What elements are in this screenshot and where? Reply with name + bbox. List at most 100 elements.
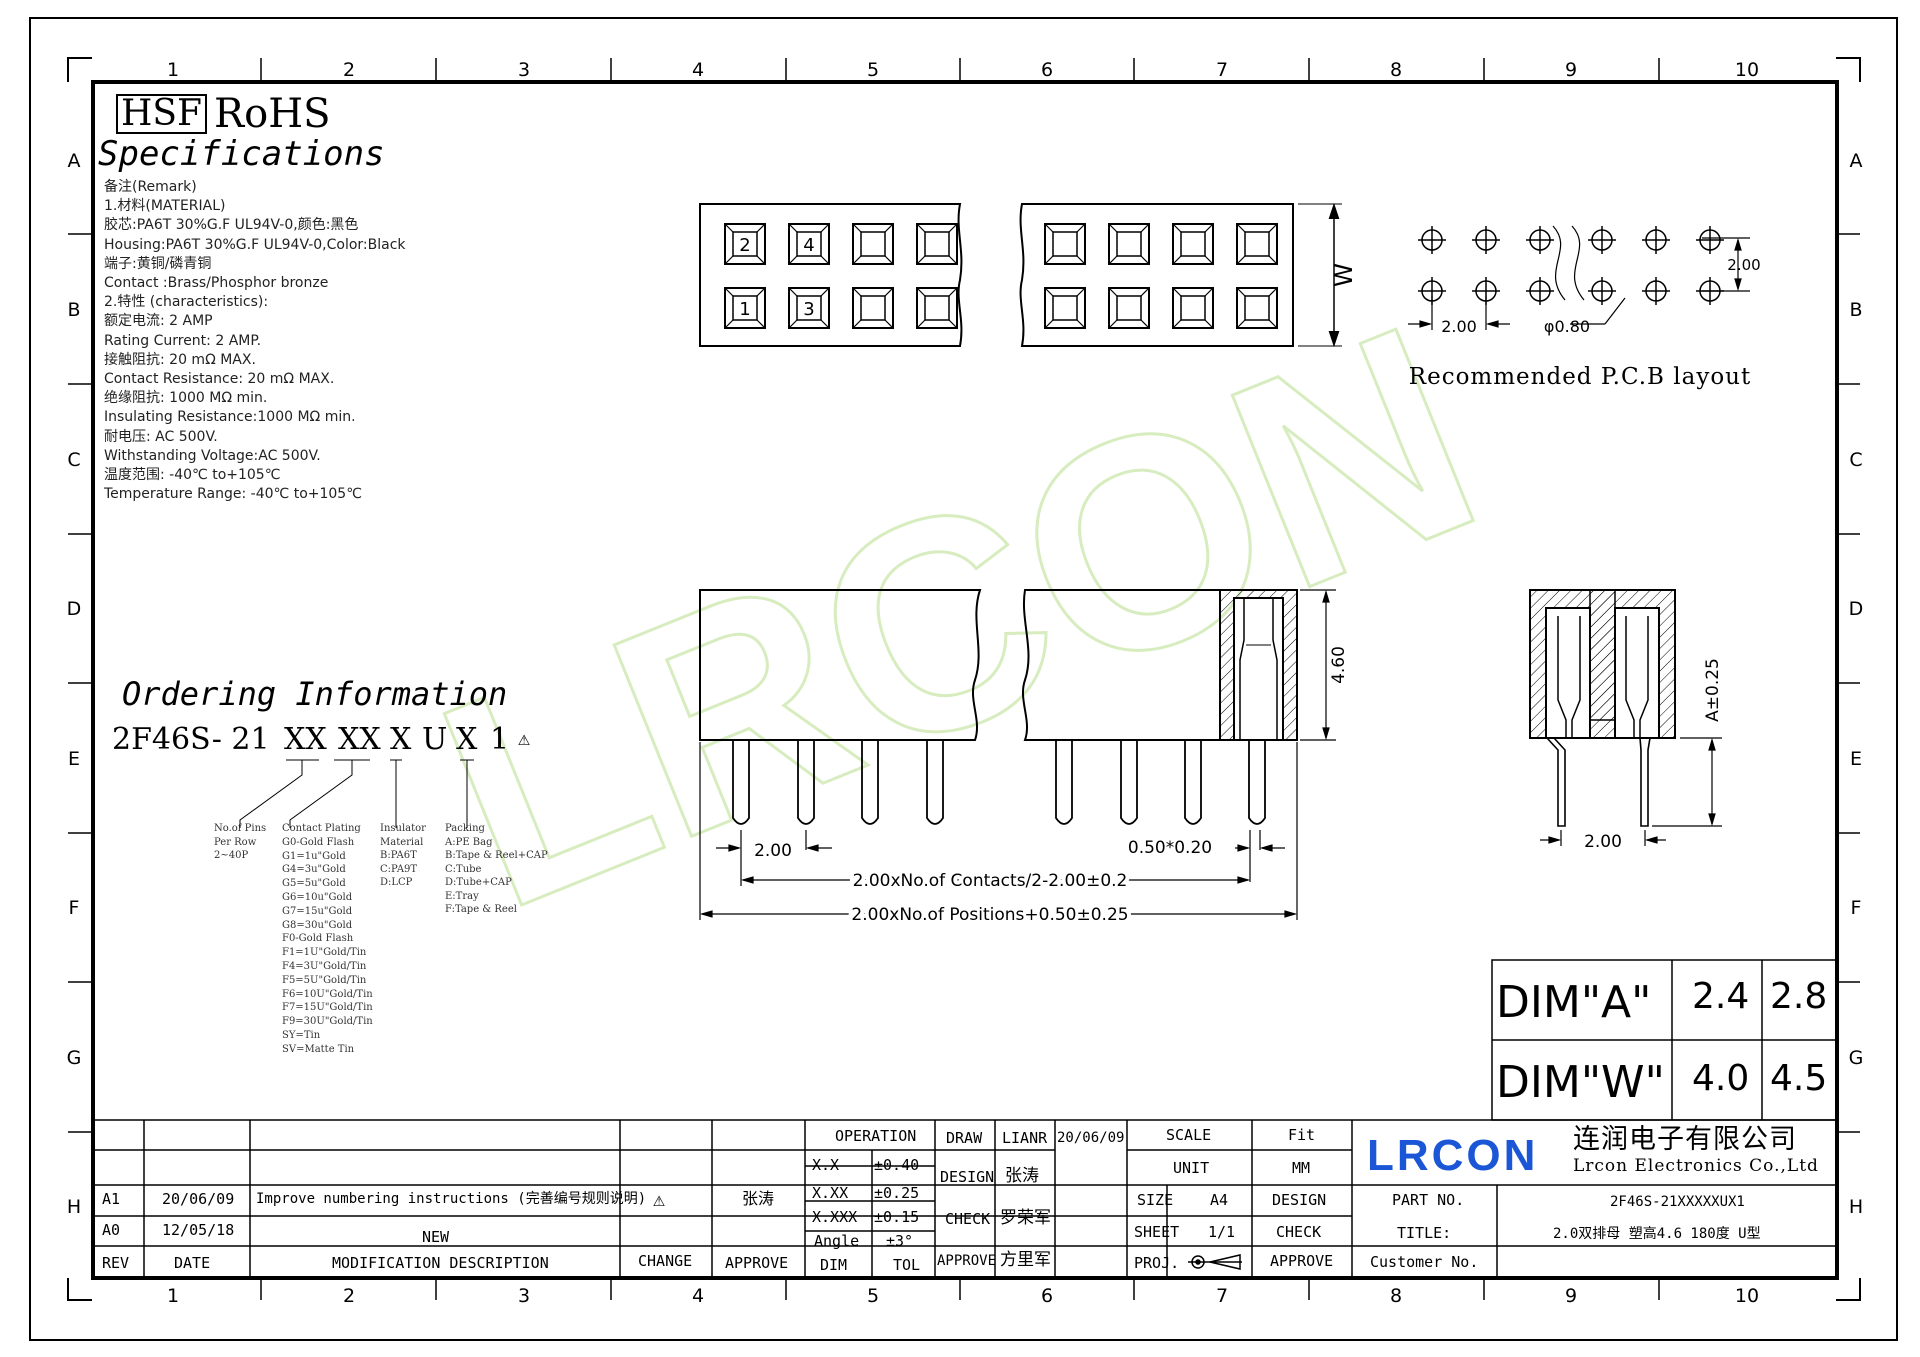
legend-line: G4=3u"Gold bbox=[282, 864, 346, 876]
signoff-draw-label: DRAW bbox=[946, 1129, 983, 1147]
zone-row-left: C bbox=[67, 449, 80, 471]
sheet-label: SHEET bbox=[1134, 1223, 1180, 1241]
legend-line: F9=30U"Gold/Tin bbox=[282, 1016, 373, 1028]
legend-line: Insulator bbox=[380, 823, 426, 834]
signoff-draw-date: 20/06/09 bbox=[1057, 1130, 1125, 1146]
pcb-caption: Recommended P.C.B layout bbox=[1409, 364, 1751, 390]
legend-line: No.of Pins bbox=[214, 823, 267, 834]
remark-line: Contact Resistance: 20 mΩ MAX. bbox=[104, 371, 335, 387]
remark-line: 胶芯:PA6T 30%G.F UL94V-0,颜色:黑色 bbox=[104, 217, 359, 234]
dim-offset: 0.50*0.20 bbox=[1128, 838, 1212, 858]
logo-lrcon: LRCON bbox=[1367, 1131, 1538, 1180]
zone-col-bottom: 9 bbox=[1565, 1285, 1577, 1307]
dim-w-table-label: DIM"W" bbox=[1496, 1057, 1665, 1108]
desc-a1: Improve numbering instructions (完善编号规则说明… bbox=[256, 1191, 647, 1207]
remark-line: 备注(Remark) bbox=[104, 179, 197, 195]
legend-line: F1=1U"Gold/Tin bbox=[282, 947, 367, 959]
outer-frame bbox=[29, 17, 1898, 1341]
ordering-code-segment: 1 bbox=[490, 722, 510, 757]
proj-label: PROJ. bbox=[1134, 1254, 1180, 1272]
zone-col-top: 8 bbox=[1390, 59, 1402, 81]
contact-cavity bbox=[724, 287, 766, 329]
zone-col-top: 2 bbox=[343, 59, 355, 81]
zone-row-right: D bbox=[1849, 598, 1864, 620]
desc-a0: NEW bbox=[422, 1228, 450, 1246]
tol-r0-dim: X.X bbox=[812, 1156, 840, 1174]
hdr-date: DATE bbox=[174, 1254, 211, 1272]
contact-cavity-inner bbox=[860, 231, 886, 257]
ordering-code-segment: X bbox=[456, 722, 478, 757]
tol-r1-dim: X.XX bbox=[812, 1184, 849, 1202]
pcb-pin bbox=[1248, 740, 1266, 825]
remark-line: 额定电流: 2 AMP bbox=[104, 313, 213, 330]
contact-cavity-inner bbox=[1116, 295, 1142, 321]
zone-col-bottom: 7 bbox=[1216, 1285, 1228, 1307]
remark-line: Withstanding Voltage:AC 500V. bbox=[104, 447, 321, 464]
tol-foot-dim: DIM bbox=[820, 1256, 848, 1274]
pcb-pin bbox=[797, 740, 815, 825]
zone-row-left: H bbox=[67, 1196, 81, 1218]
pcb-pin bbox=[1184, 740, 1202, 825]
zone-col-top: 4 bbox=[692, 59, 704, 81]
pin-number-label: 4 bbox=[803, 235, 814, 256]
pcb-pitch-y: 2.00 bbox=[1727, 256, 1760, 274]
contact-cavity bbox=[916, 223, 958, 265]
legend-line: F4=3U"Gold/Tin bbox=[282, 961, 367, 972]
unit-label: UNIT bbox=[1173, 1159, 1210, 1177]
signoff-design-name: 张涛 bbox=[1005, 1166, 1039, 1186]
end-dimensions bbox=[1540, 737, 1722, 846]
watermark: LRCON bbox=[400, 259, 1518, 973]
tol-r1-val: ±0.25 bbox=[874, 1184, 920, 1202]
corner-marks bbox=[67, 57, 1861, 1301]
legend-line: D:Tube+CAP bbox=[445, 877, 512, 888]
rohs-label: RoHS bbox=[214, 91, 331, 137]
top-view bbox=[699, 202, 1342, 348]
contact-cavity bbox=[1172, 223, 1214, 265]
ordering-code-segment: XX bbox=[284, 722, 327, 757]
size-value: A4 bbox=[1210, 1191, 1229, 1209]
date-a0: 12/05/18 bbox=[162, 1221, 235, 1239]
remark-line: Insulating Resistance:1000 MΩ min. bbox=[104, 409, 356, 426]
pcb-dimensions bbox=[1408, 225, 1750, 330]
zone-col-top: 6 bbox=[1041, 59, 1053, 81]
date-a1: 20/06/09 bbox=[162, 1190, 235, 1208]
contact-cavity-inner bbox=[732, 295, 758, 321]
contact-cavity-inner bbox=[1052, 231, 1078, 257]
legend-line: E:Tray bbox=[445, 890, 479, 902]
side-view-pins bbox=[732, 740, 1266, 825]
zone-row-left: G bbox=[67, 1047, 82, 1069]
dim-w-v1: 4.0 bbox=[1692, 1058, 1750, 1099]
svg-text:LRCON: LRCON bbox=[1367, 1131, 1538, 1180]
specifications-heading: Specifications bbox=[98, 134, 385, 174]
contact-cavity-inner bbox=[1180, 231, 1206, 257]
legend-line: B:PA6T bbox=[380, 850, 417, 861]
remark-line: 1.材料(MATERIAL) bbox=[104, 198, 226, 215]
rev-a1: A1 bbox=[102, 1190, 121, 1208]
zone-col-bottom: 2 bbox=[343, 1285, 355, 1307]
dim-positions: 2.00xNo.of Positions+0.50±0.25 bbox=[851, 905, 1128, 925]
tol-r2-dim: X.XXX bbox=[812, 1208, 858, 1226]
tol-r3-dim: Angle bbox=[814, 1232, 860, 1250]
contact-cavity bbox=[1172, 287, 1214, 329]
legend-line: G5=5u"Gold bbox=[282, 878, 346, 890]
legend-line: 2~40P bbox=[214, 850, 249, 861]
zone-col-bottom: 10 bbox=[1735, 1285, 1759, 1307]
zone-col-bottom: 4 bbox=[692, 1285, 704, 1307]
legend-line: G6=10u"Gold bbox=[282, 892, 353, 903]
legend-line: Per Row bbox=[214, 836, 257, 848]
dim-contacts: 2.00xNo.of Contacts/2-2.00±0.2 bbox=[853, 871, 1128, 891]
company-name-en: Lrcon Electronics Co.,Ltd bbox=[1573, 1156, 1819, 1176]
legend-line: G8=30u"Gold bbox=[282, 919, 353, 931]
pcb-pin bbox=[732, 740, 750, 825]
contact-cavity-inner bbox=[732, 231, 758, 257]
projection-symbol bbox=[1188, 1254, 1242, 1270]
signoff-approve-label: APPROVE bbox=[937, 1253, 997, 1269]
signoff-approve-name: 方里军 bbox=[1000, 1250, 1051, 1270]
pcb-layout bbox=[1418, 226, 1724, 305]
remark-line: Housing:PA6T 30%G.F UL94V-0,Color:Black bbox=[104, 236, 406, 253]
ordering-title: Ordering Information bbox=[122, 675, 508, 713]
contact-cavity bbox=[1108, 287, 1150, 329]
pcb-pin bbox=[1055, 740, 1073, 825]
pcb-pin bbox=[1120, 740, 1138, 825]
